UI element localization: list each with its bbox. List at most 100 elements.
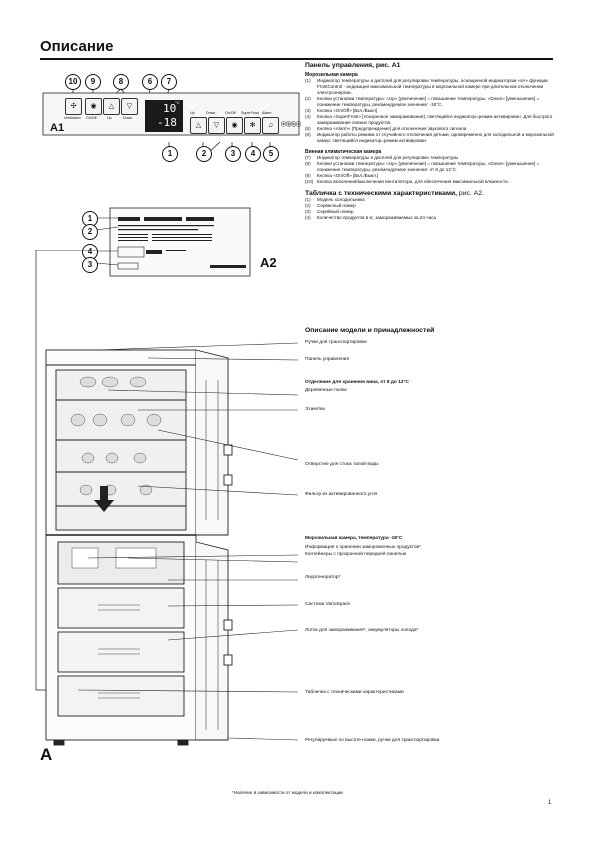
plate-callout-3: 3 bbox=[82, 257, 98, 273]
list-item-text: Количество продуктов в кг, замораживаемы… bbox=[317, 215, 436, 220]
label-adjustable-feet: Регулируемые по высоте ножки, ручки для … bbox=[305, 738, 440, 743]
panel-description: Панель управления, рис. А1 Морозильная к… bbox=[305, 62, 555, 221]
list-item-number: (6) bbox=[305, 132, 311, 137]
label-rating-plate: Табличка с техническими характеристиками bbox=[305, 690, 404, 695]
list-item-text: Кнопка «SuperFrost» [Ускоренное заморажи… bbox=[317, 114, 553, 125]
freezer-temp-display: -18 bbox=[157, 116, 177, 129]
list-item-text: Кнопка «On/Off» [Вкл./Выкл.] bbox=[317, 173, 379, 178]
list-item-text: Кнопка включения/выключения вентилятора,… bbox=[317, 179, 509, 184]
list-item-text: Модель холодильника bbox=[317, 197, 365, 202]
list-item: (2) Сервисный номер bbox=[305, 203, 555, 209]
freezer-up-caption: Up bbox=[190, 111, 195, 115]
label-control-panel: Панель управления bbox=[305, 357, 350, 362]
wine-down-caption: Down bbox=[123, 116, 133, 120]
list-item-text: Сервисный номер bbox=[317, 203, 356, 208]
list-item: (10)Кнопка включения/выключения вентилят… bbox=[305, 179, 555, 185]
wine-up-caption: Up bbox=[107, 116, 112, 120]
panel-section-title: Панель управления, рис. А1 bbox=[305, 62, 401, 69]
list-item-text: Индикатор температуры и дисплей для регу… bbox=[317, 155, 459, 160]
wine-on-off-button[interactable]: ◉ bbox=[85, 98, 102, 115]
wine-subtitle: Винная климатическая камера bbox=[305, 149, 382, 155]
list-item: (2)Кнопки установки температуры: «Up» [у… bbox=[305, 96, 555, 108]
footnote: *Наличие в зависимости от модели и компл… bbox=[232, 790, 343, 795]
figure-a1-label: А1 bbox=[50, 122, 65, 134]
alarm-button[interactable]: ♫ bbox=[262, 117, 279, 134]
list-item-text: Серийный номер bbox=[317, 209, 354, 214]
plate-callout-2: 2 bbox=[82, 224, 98, 240]
callout-2: 2 bbox=[196, 146, 212, 162]
label-storage-info: Информация о хранении замороженных проду… bbox=[305, 545, 421, 550]
label-wine-compartment: Отделение для хранения вина, от 8 до 12°… bbox=[305, 380, 409, 385]
model-section-title: Описание модели и принадлежностей bbox=[305, 327, 435, 334]
callout-4: 4 bbox=[245, 146, 261, 162]
label-transport-handles: Ручки для транспортировки bbox=[305, 340, 367, 345]
list-item-text: Кнопка «Alarm» [Предупреждение] для откл… bbox=[317, 126, 467, 131]
list-item: (9) Кнопка «On/Off» [Вкл./Выкл.] bbox=[305, 173, 555, 179]
label-freezing-tray: Лоток для замораживания*, аккумуляторы х… bbox=[305, 628, 419, 633]
label-containers: Контейнеры с прозрачной передней панелью bbox=[305, 552, 407, 557]
page-number: 1 bbox=[548, 800, 552, 806]
label-wooden-shelves: Деревянные полки bbox=[305, 388, 347, 393]
freezer-items-list: (1) Индикатор температуры и дисплей для р… bbox=[305, 78, 555, 144]
label-labels: Этикетки bbox=[305, 407, 325, 412]
list-item: (3) Серийный номер bbox=[305, 209, 555, 215]
list-item-number: (9) bbox=[305, 173, 311, 178]
list-item-number: (10) bbox=[305, 179, 314, 184]
superfrost-caption: SuperFrost bbox=[241, 111, 259, 115]
list-item: (3)Кнопка «On/Off» [Вкл./Выкл] bbox=[305, 108, 555, 114]
freezer-subtitle: Морозильная камера bbox=[305, 72, 358, 78]
list-item: (4) Количество продуктов в кг, заморажива… bbox=[305, 215, 555, 221]
list-item-number: (3) bbox=[305, 108, 311, 113]
ventilation-button[interactable]: ✣ bbox=[65, 98, 82, 115]
list-item: (1) Индикатор температуры и дисплей для р… bbox=[305, 78, 555, 96]
header-divider bbox=[40, 58, 553, 60]
plate-items-list: (1) Модель холодильника (2) Сервисный номер… bbox=[305, 197, 555, 221]
list-item: (6)Индикатор работы режима от случайного… bbox=[305, 132, 555, 144]
wine-temp-display: 10 bbox=[163, 102, 177, 115]
freezer-up-button[interactable]: △ bbox=[190, 117, 207, 134]
label-ice-maker: Ледогенератор* bbox=[305, 575, 341, 580]
list-item-number: (4) bbox=[305, 114, 311, 119]
plate-section-title: Табличка с техническими характеристиками… bbox=[305, 190, 484, 197]
wine-up-button[interactable]: △ bbox=[103, 98, 120, 115]
list-item: (4) Кнопка «SuperFrost» [Ускоренное замор… bbox=[305, 114, 555, 126]
control-panel-figure: 10 9 8 6 7 10 -18 °C ✣ ◉ △ ▽ Ventilation… bbox=[40, 62, 302, 192]
appliance-drawing bbox=[35, 250, 299, 746]
wine-down-button[interactable]: ▽ bbox=[121, 98, 138, 115]
freezer-down-button[interactable]: ▽ bbox=[208, 117, 225, 134]
list-item-number: (2) bbox=[305, 96, 311, 101]
list-item: (1) Модель холодильника bbox=[305, 197, 555, 203]
freezer-on-off-button[interactable]: ◉ bbox=[226, 117, 243, 134]
superfrost-button[interactable]: ✻ bbox=[244, 117, 261, 134]
callout-1: 1 bbox=[162, 146, 178, 162]
child-lock-indicator: ⓔⓑⓗⓒ bbox=[281, 122, 302, 128]
label-freezer-compartment: Морозильная камера, температура -18°C bbox=[305, 536, 403, 541]
wine-items-list: (7) Индикатор температуры и дисплей для р… bbox=[305, 155, 555, 185]
freezer-on-off-caption: On/Off bbox=[225, 111, 236, 115]
freezer-down-caption: Down bbox=[206, 111, 216, 115]
label-carbon-filter: Фильтр из активированного угля bbox=[305, 492, 378, 497]
list-item-number: (4) bbox=[305, 215, 311, 220]
list-item-number: (1) bbox=[305, 197, 311, 202]
callout-5: 5 bbox=[263, 146, 279, 162]
list-item-text: Кнопки установки температуры: «Up» [увел… bbox=[317, 161, 540, 172]
figure-a2-label: А2 bbox=[260, 255, 277, 270]
list-item: (5) Кнопка «Alarm» [Предупреждение] для о… bbox=[305, 126, 555, 132]
list-item-number: (7) bbox=[305, 155, 311, 160]
list-item: (7) Индикатор температуры и дисплей для р… bbox=[305, 155, 555, 161]
list-item-number: (2) bbox=[305, 203, 311, 208]
figure-a-label: А bbox=[40, 745, 53, 764]
rating-plate-figure: 1 2 4 3 А2 bbox=[80, 205, 280, 280]
wine-on-off-caption: On/Off bbox=[86, 116, 97, 120]
callout-3: 3 bbox=[225, 146, 241, 162]
list-item-number: (8) bbox=[305, 161, 311, 166]
alarm-caption: Alarm bbox=[262, 111, 272, 115]
list-item-number: (3) bbox=[305, 209, 311, 214]
label-variospace: Система VarioSpace bbox=[305, 602, 351, 607]
list-item-number: (5) bbox=[305, 126, 311, 131]
list-item: (8) Кнопки установки температуры: «Up» [у… bbox=[305, 161, 555, 173]
label-drain-hole: Отверстие для стока талой воды bbox=[305, 462, 379, 467]
list-item-number: (1) bbox=[305, 78, 311, 83]
list-item-text: Индикатор температуры и дисплей для регу… bbox=[317, 78, 548, 95]
callout-9: 9 bbox=[85, 74, 101, 90]
